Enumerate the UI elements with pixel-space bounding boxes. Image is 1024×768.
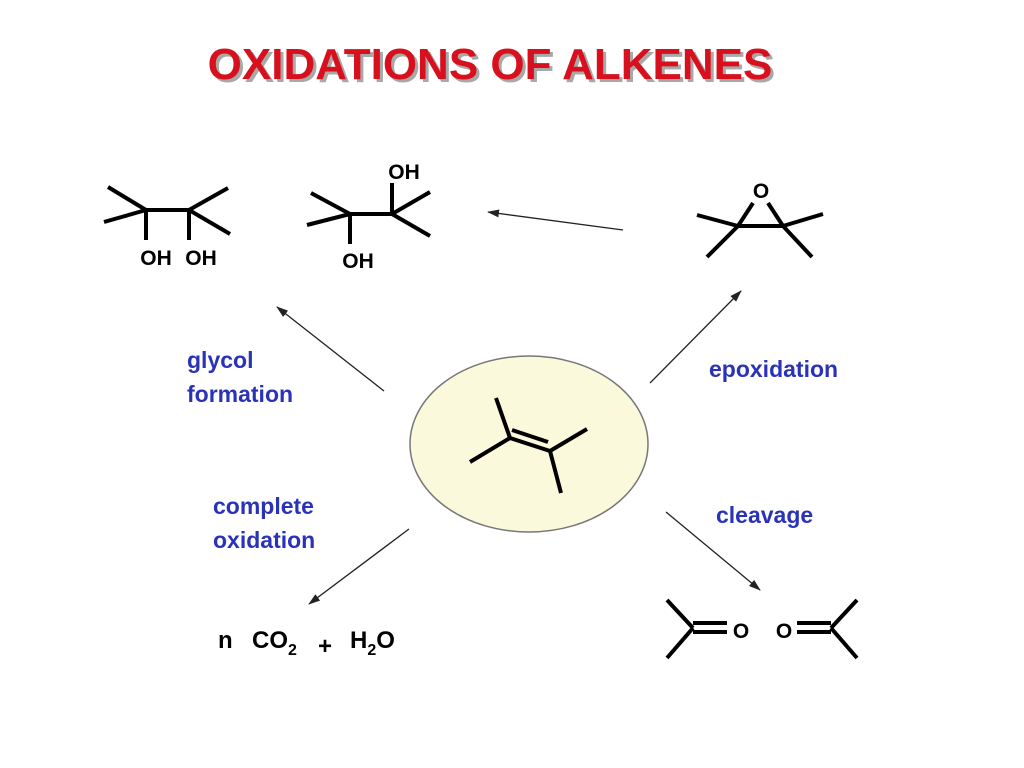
methyl-bond	[106, 185, 148, 212]
methyl-bond	[665, 626, 695, 660]
methyl-bond	[390, 212, 432, 238]
methyl-bond	[665, 598, 695, 630]
title-shadow: OXIDATIONS OF ALKENES	[211, 43, 776, 92]
plus-sign: +	[318, 633, 332, 660]
cleavage-label: cleavage	[716, 502, 813, 528]
oh-label: OH	[140, 247, 172, 270]
oh-label: OH	[185, 247, 217, 270]
page-title: OXIDATIONS OF ALKENES	[208, 40, 773, 89]
methyl-bond	[310, 191, 351, 216]
co-bond	[766, 201, 785, 228]
anti-diol-structure: OH OH	[306, 161, 432, 273]
co-bond	[736, 201, 755, 228]
oxygen-label: O	[753, 180, 769, 203]
carbon-dioxide-formula: CO	[252, 627, 288, 654]
methyl-bond	[781, 224, 814, 259]
alkene-methyl-bond	[468, 436, 512, 464]
methyl-bond	[782, 212, 824, 228]
methyl-bond	[188, 186, 229, 212]
oxygen-label: O	[776, 620, 792, 643]
alkene-methyl-bond	[494, 397, 512, 439]
coefficient-n: n	[218, 627, 233, 654]
methyl-bond	[390, 190, 432, 216]
complete-oxidation-label: complete	[213, 493, 314, 519]
alkene-methyl-bond	[548, 450, 563, 494]
water-formula-o: O	[376, 627, 395, 654]
complete-oxidation-label-line2: oxidation	[213, 527, 315, 553]
h2o-subscript: 2	[367, 642, 376, 659]
tetramethylethylene-structure	[468, 397, 589, 494]
glycol-formation-label: glycol	[187, 347, 253, 373]
acetone-left-structure: O	[665, 598, 749, 660]
methyl-bond	[103, 208, 147, 224]
syn-diol-structure: OH OH	[103, 185, 232, 270]
co2-subscript: 2	[288, 642, 297, 659]
arrow-to-epoxide	[649, 290, 742, 384]
glycol-formation-label-line2: formation	[187, 381, 293, 407]
epoxidation-label: epoxidation	[709, 356, 838, 382]
arrow-epoxide-to-diol	[487, 209, 624, 231]
double-bond-line-2	[511, 428, 549, 444]
methyl-bond	[705, 224, 740, 259]
epoxide-structure: O	[696, 180, 824, 259]
methyl-bond	[696, 213, 739, 228]
alkene-methyl-bond	[548, 427, 589, 453]
water-formula-h: H	[350, 627, 367, 654]
double-bond-line-1	[509, 436, 551, 453]
acetone-right-structure: O	[776, 598, 859, 660]
arrow-to-complete-oxidation	[308, 528, 410, 605]
arrow-to-glycol	[276, 306, 385, 392]
methyl-bond	[829, 626, 859, 660]
oxygen-label: O	[733, 620, 749, 643]
combustion-products: n CO2 + H2O	[218, 627, 395, 661]
oh-label: OH	[342, 250, 374, 273]
methyl-bond	[187, 208, 232, 236]
arrow-to-cleavage	[665, 511, 761, 591]
methyl-bond	[306, 212, 351, 227]
methyl-bond	[829, 598, 859, 630]
oh-label: OH	[388, 161, 420, 184]
